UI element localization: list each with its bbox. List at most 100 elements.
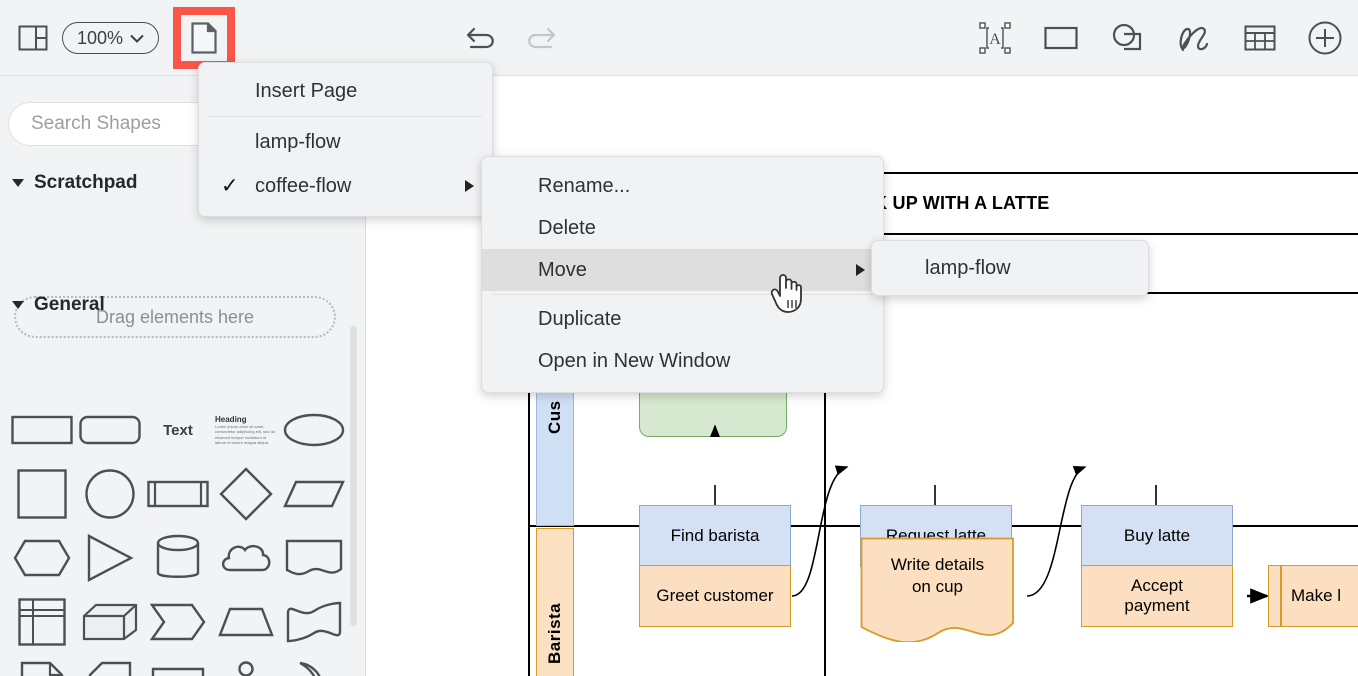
diagram-title-rule (528, 233, 1358, 235)
menu-item-move[interactable]: Move (482, 249, 883, 291)
page-menu-button[interactable] (173, 7, 236, 69)
chevron-down-icon (12, 179, 24, 187)
shapes-tool-icon[interactable] (1110, 22, 1144, 54)
menu-item-rename[interactable]: Rename... (482, 165, 883, 207)
shape-triangle[interactable] (76, 534, 144, 582)
shape-table[interactable] (8, 598, 76, 646)
shape-cylinder[interactable] (144, 534, 212, 580)
freehand-tool-icon[interactable] (1176, 22, 1212, 54)
node-accept-payment-line1: Accept (1131, 576, 1183, 595)
menu-label-duplicate: Duplicate (538, 307, 622, 330)
shape-crescent[interactable] (280, 661, 348, 676)
section-header-scratchpad[interactable]: Scratchpad (12, 172, 137, 194)
menu-item-insert-page[interactable]: Insert Page (199, 69, 492, 113)
menu-label-move: Move (538, 258, 587, 281)
shape-textbox[interactable]: Heading Lorem ipsum dolor sit amet, cons… (212, 408, 280, 452)
node-write-details[interactable]: Write details on cup (860, 537, 1015, 642)
shape-trapezoid[interactable] (212, 600, 280, 644)
node-write-details-line1: Write details (890, 555, 985, 574)
page-button-inner (181, 15, 228, 61)
shape-diamond[interactable] (212, 467, 280, 521)
shape-cloud[interactable] (212, 536, 280, 580)
shape-step[interactable] (144, 600, 212, 644)
node-find-barista[interactable]: Find barista (639, 505, 791, 567)
submenu-item-lamp-flow[interactable]: lamp-flow (872, 250, 1148, 286)
node-make-latte[interactable]: Make l (1268, 565, 1358, 627)
shape-tape[interactable] (280, 600, 348, 644)
shape-text[interactable]: Text (144, 408, 212, 452)
toolbar-history-group (465, 0, 557, 76)
scratchpad-dropzone[interactable]: Drag elements here (14, 296, 336, 338)
diagram-frame-left (528, 172, 530, 676)
rectangle-tool-icon[interactable] (1044, 25, 1078, 51)
text-tool-icon[interactable]: A (978, 21, 1012, 55)
shape-card[interactable] (76, 661, 144, 676)
canvas-inner: PERK UP WITH A LATTE saction Cus Barista (367, 77, 1358, 676)
node-accept-payment[interactable]: Accept payment (1081, 565, 1233, 627)
undo-icon[interactable] (465, 24, 499, 52)
svg-text:A: A (989, 31, 1001, 48)
menu-item-delete[interactable]: Delete (482, 207, 883, 249)
shape-palette: Text Heading Lorem ipsum dolor sit amet,… (8, 408, 348, 676)
menu-label-lamp-flow: lamp-flow (255, 130, 341, 153)
page-icon (191, 22, 217, 54)
shape-hexagon[interactable] (8, 536, 76, 580)
shape-text-label: Text (163, 421, 193, 439)
sidebar-scrollbar[interactable] (350, 326, 357, 626)
section-title-scratchpad: Scratchpad (34, 172, 138, 193)
check-icon: ✓ (221, 174, 239, 198)
shape-rounded-rectangle[interactable] (76, 408, 144, 452)
shape-ellipse[interactable] (280, 408, 348, 452)
shape-note[interactable] (8, 661, 76, 676)
sidebar-toggle-icon[interactable] (18, 25, 48, 51)
zoom-level-value: 100% (77, 27, 124, 48)
menu-item-duplicate[interactable]: Duplicate (482, 298, 883, 340)
diagram-title: PERK UP WITH A LATTE (836, 192, 1050, 213)
lane-header-barista[interactable]: Barista (536, 528, 574, 676)
scratchpad-hint: Drag elements here (95, 306, 255, 327)
chevron-right-icon (856, 264, 865, 276)
add-tool-icon[interactable] (1308, 21, 1342, 55)
shape-textbox-body: Lorem ipsum dolor sit amet, consectetur … (215, 423, 276, 446)
menu-separator (492, 294, 873, 295)
menu-label-open-in-new-window: Open in New Window (538, 349, 731, 372)
submenu-label-lamp-flow: lamp-flow (925, 256, 1011, 279)
shape-parallelogram[interactable] (280, 472, 348, 516)
chevron-down-icon (12, 301, 24, 309)
shape-cube[interactable] (76, 600, 144, 644)
shape-circle[interactable] (76, 469, 144, 519)
redo-icon[interactable] (523, 24, 557, 52)
shape-textbox-heading: Heading (215, 414, 247, 424)
menu-label-insert-page: Insert Page (255, 79, 358, 102)
shape-square[interactable] (8, 469, 76, 519)
shape-rectangle[interactable] (8, 408, 76, 452)
toolbar-tools-group: A (978, 0, 1342, 76)
menu-item-open-in-new-window[interactable]: Open in New Window (482, 340, 883, 382)
diagram-frame-top (528, 172, 1358, 174)
chevron-right-icon (465, 180, 474, 192)
menu-item-lamp-flow[interactable]: lamp-flow (199, 120, 492, 164)
toolbar-left-group: 100% (18, 0, 236, 76)
node-make-latte-label: Make l (1291, 586, 1342, 605)
menu-label-delete: Delete (538, 216, 596, 239)
node-make-latte-bar (1280, 566, 1282, 626)
menu-item-coffee-flow[interactable]: ✓ coffee-flow (199, 164, 492, 208)
table-tool-icon[interactable] (1244, 24, 1276, 52)
menu-label-coffee-flow: coffee-flow (255, 174, 352, 197)
search-placeholder: Search Shapes (31, 113, 161, 134)
zoom-level-button[interactable]: 100% (62, 22, 160, 54)
shape-process[interactable] (144, 472, 212, 516)
move-submenu: lamp-flow (871, 240, 1149, 296)
shape-callout[interactable] (144, 664, 212, 676)
node-buy-latte[interactable]: Buy latte (1081, 505, 1233, 567)
node-greet-customer[interactable]: Greet customer (639, 565, 791, 627)
menu-separator (209, 116, 482, 117)
shape-document[interactable] (280, 536, 348, 580)
shape-actor[interactable] (212, 661, 280, 676)
section-header-general[interactable]: General (12, 294, 105, 316)
section-title-general: General (34, 294, 105, 315)
menu-label-rename: Rename... (538, 174, 631, 197)
page-context-menu: Rename... Delete Move Duplicate Open in … (481, 156, 884, 393)
node-write-details-line2: on cup (911, 577, 964, 596)
